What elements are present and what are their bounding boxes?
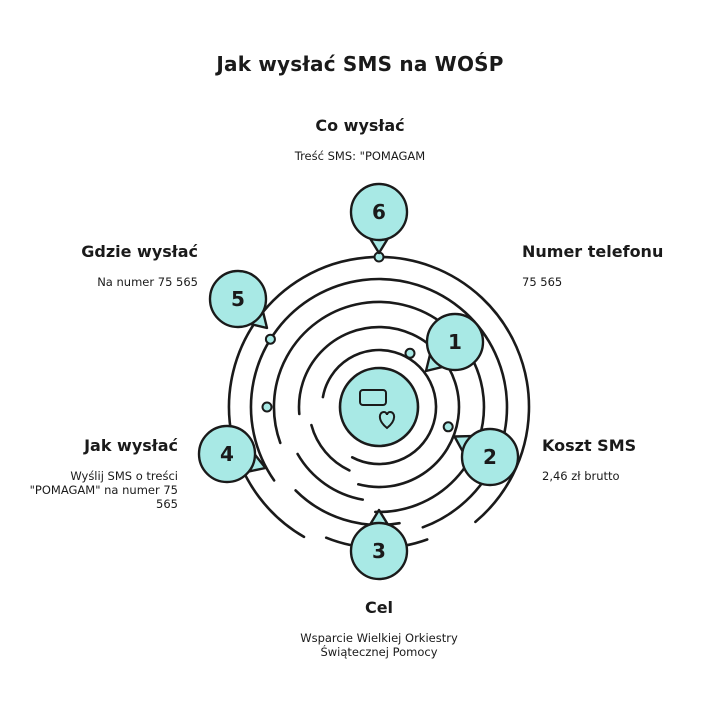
- step-3-text: Wsparcie Wielkiej Orkiestry Świątecznej …: [300, 631, 458, 659]
- step-6-heading: Co wysłać: [315, 116, 405, 135]
- step-4-heading: Jak wysłać: [84, 436, 178, 455]
- bubble-fill: [200, 427, 254, 481]
- step-5-heading: Gdzie wysłać: [81, 242, 198, 261]
- orbit-node: [404, 347, 416, 359]
- center-badge: [338, 366, 420, 448]
- bubble-number: 3: [372, 539, 386, 563]
- step-bubble-4: 4: [197, 424, 267, 484]
- heart-icon: [378, 410, 396, 430]
- orbit-node: [264, 333, 276, 345]
- center-circle: [338, 366, 420, 448]
- step-1-text: 75 565: [522, 275, 563, 289]
- orbit-node: [261, 401, 273, 413]
- step-bubble-3: 3: [349, 508, 409, 581]
- bubble-number: 5: [231, 287, 245, 311]
- step-bubble-5: 5: [208, 269, 269, 330]
- step-bubble-6: 6: [349, 182, 409, 255]
- step-2-text: 2,46 zł brutto: [542, 469, 620, 483]
- sms-card-icon: [359, 389, 387, 406]
- step-5-block: Gdzie wysłać Na numer 75 565: [20, 242, 198, 289]
- step-2-heading: Koszt SMS: [542, 436, 637, 455]
- step-5-text: Na numer 75 565: [97, 275, 198, 289]
- bubble-number: 2: [483, 445, 497, 469]
- step-1-heading: Numer telefonu: [522, 242, 664, 261]
- step-3-block: Cel Wsparcie Wielkiej Orkiestry Świątecz…: [280, 598, 478, 659]
- orbit-node: [442, 421, 454, 433]
- bubble-number: 4: [220, 442, 234, 466]
- step-4-block: Jak wysłać Wyślij SMS o treści "POMAGAM"…: [20, 436, 178, 511]
- bubble-fill: [352, 524, 406, 578]
- step-6-text: Treść SMS: "POMAGAM: [294, 149, 426, 163]
- step-2-block: Koszt SMS 2,46 zł brutto: [542, 436, 712, 483]
- bubble-fill: [211, 272, 265, 326]
- step-3-heading: Cel: [364, 598, 394, 617]
- step-4-text: Wyślij SMS o treści "POMAGAM" na numer 7…: [29, 469, 178, 511]
- page-title: Jak wysłać SMS na WOŚP: [216, 52, 504, 76]
- step-bubble-2: 2: [453, 427, 520, 487]
- bubble-number: 6: [372, 200, 386, 224]
- bubble-number: 1: [448, 330, 462, 354]
- step-bubble-1: 1: [424, 312, 485, 373]
- orbit-ring-6: [296, 452, 364, 501]
- orbit-ring-8: [310, 423, 351, 472]
- orbit-ring-9: [321, 348, 438, 466]
- step-6-block: Co wysłać Treść SMS: "POMAGAM: [170, 116, 550, 163]
- step-bubbles: 1 2 3 4 5 6: [197, 182, 520, 581]
- bubble-fill: [463, 430, 517, 484]
- bubble-fill: [428, 315, 482, 369]
- step-1-block: Numer telefonu 75 565: [522, 242, 702, 289]
- bubble-fill: [352, 185, 406, 239]
